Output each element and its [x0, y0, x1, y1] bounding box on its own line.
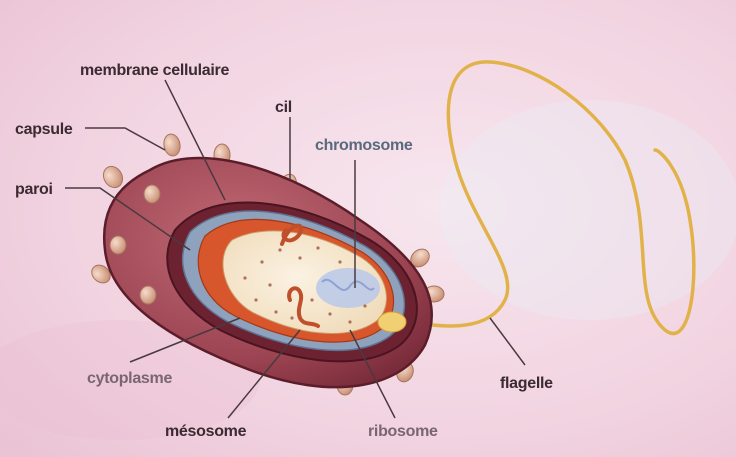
- ribosome-dot: [268, 283, 271, 286]
- ribosome-dot: [328, 312, 331, 315]
- ribosome-dot: [310, 298, 313, 301]
- label-cytoplasme: cytoplasme: [87, 370, 172, 387]
- label-membrane: membrane cellulaire: [80, 62, 229, 79]
- ribosome-dot: [260, 260, 263, 263]
- chromosome: [316, 268, 380, 308]
- label-paroi: paroi: [15, 181, 53, 198]
- ribosome-dot: [278, 248, 281, 251]
- label-flagelle: flagelle: [500, 375, 553, 392]
- ribosome-dot: [298, 256, 301, 259]
- label-cil: cil: [275, 99, 292, 116]
- ribosome-dot: [316, 246, 319, 249]
- cilium: [140, 286, 156, 304]
- flagellum-base: [378, 312, 406, 332]
- label-ribosome: ribosome: [368, 423, 438, 440]
- ribosome-dot: [254, 298, 257, 301]
- ribosome-dot: [274, 310, 277, 313]
- label-chromosome: chromosome: [315, 137, 413, 154]
- label-capsule: capsule: [15, 121, 73, 138]
- ribosome-dot: [243, 276, 246, 279]
- ribosome-dot: [348, 320, 351, 323]
- ribosome-dot: [290, 316, 293, 319]
- cilium: [144, 185, 160, 203]
- ribosome-dot: [338, 260, 341, 263]
- ribosome-dot: [363, 304, 366, 307]
- label-mesosome: mésosome: [165, 423, 247, 440]
- cilium: [110, 236, 126, 254]
